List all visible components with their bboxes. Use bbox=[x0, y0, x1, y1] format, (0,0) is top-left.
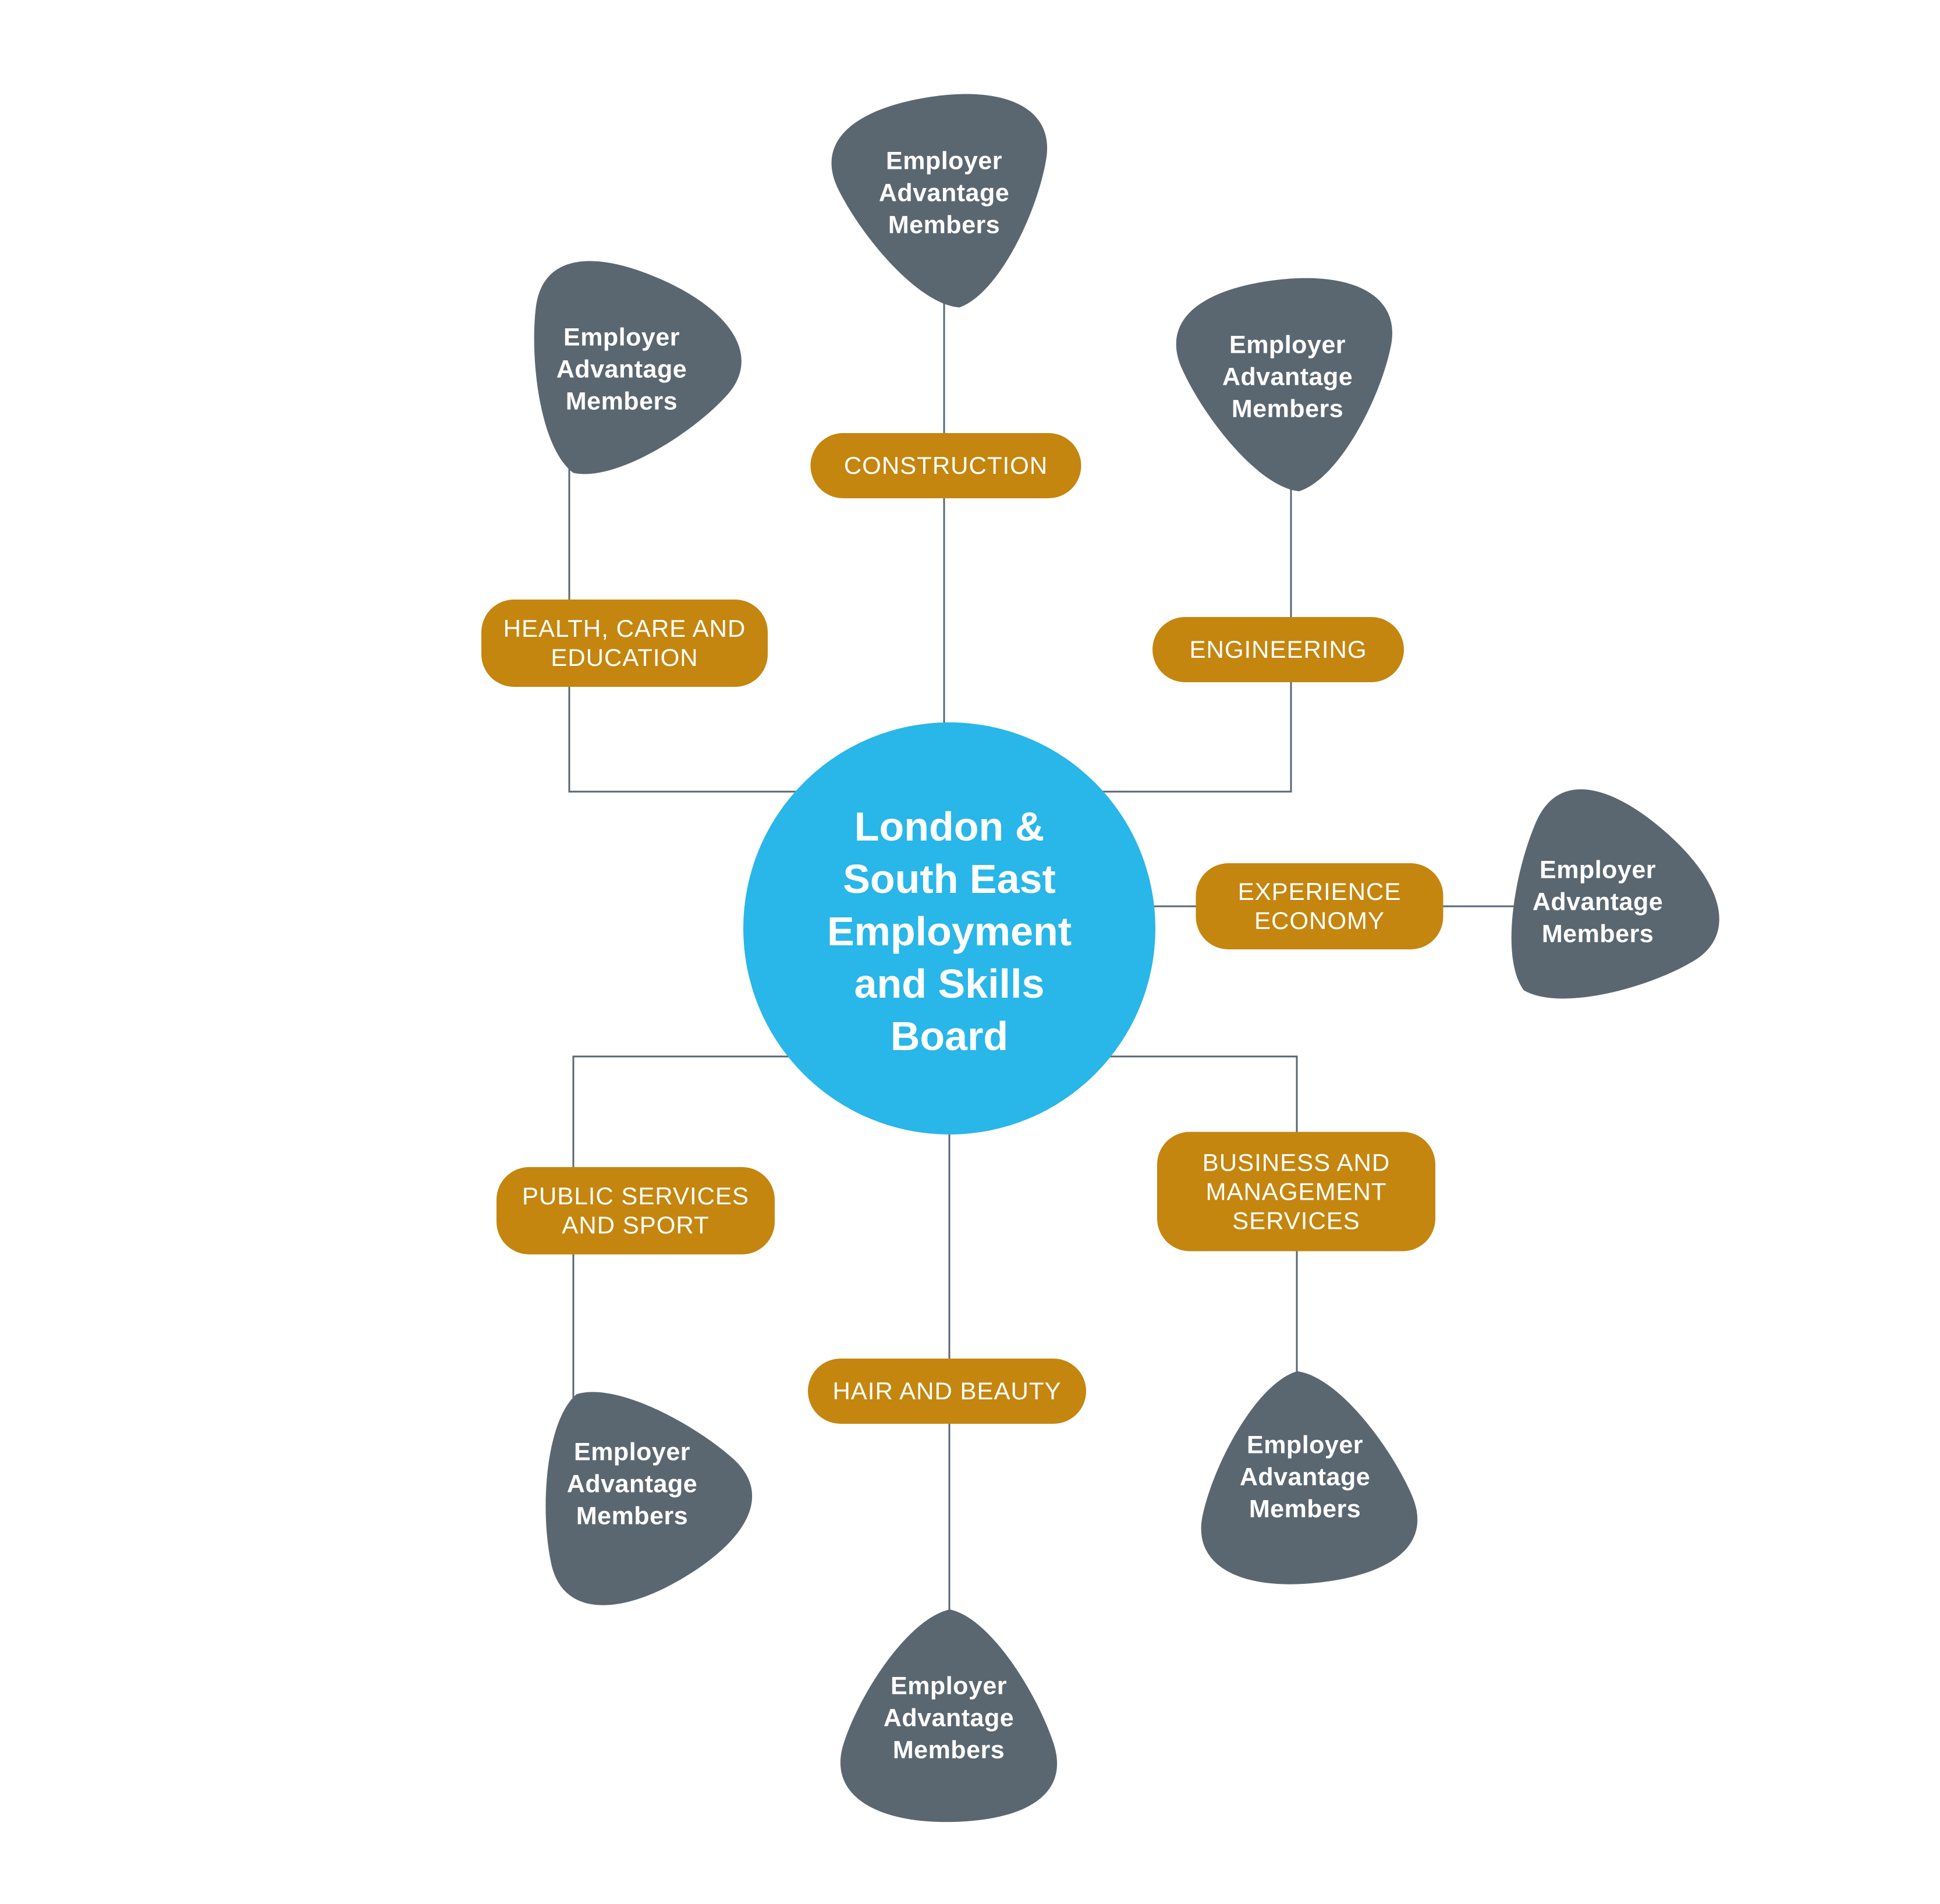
sector-pill-business-management-services: BUSINESS AND MANAGEMENT SERVICES bbox=[1157, 1132, 1435, 1251]
sector-pill-engineering: ENGINEERING bbox=[1152, 617, 1404, 682]
member-label-upper-right: Employer Advantage Members bbox=[1222, 331, 1353, 423]
hub-circle bbox=[743, 722, 1155, 1134]
sector-pill-public-services-sport: PUBLIC SERVICES AND SPORT bbox=[496, 1167, 775, 1254]
member-label-lower-right: Employer Advantage Members bbox=[1239, 1431, 1371, 1523]
member-label-lower-left: Employer Advantage Members bbox=[566, 1438, 698, 1530]
sector-pill-construction: CONSTRUCTION bbox=[810, 433, 1081, 498]
sector-pill-health-care-education: HEALTH, CARE AND EDUCATION bbox=[481, 600, 768, 687]
sector-pill-hair-beauty: HAIR AND BEAUTY bbox=[808, 1359, 1086, 1424]
hub-title: London & South East Employment and Skill… bbox=[827, 804, 1072, 1059]
member-label-top: Employer Advantage Members bbox=[878, 147, 1010, 239]
member-label-right: Employer Advantage Members bbox=[1532, 856, 1664, 948]
sector-pill-experience-economy: EXPERIENCE ECONOMY bbox=[1196, 863, 1444, 949]
member-label-bottom: Employer Advantage Members bbox=[883, 1672, 1015, 1764]
member-label-upper-left: Employer Advantage Members bbox=[556, 323, 687, 416]
